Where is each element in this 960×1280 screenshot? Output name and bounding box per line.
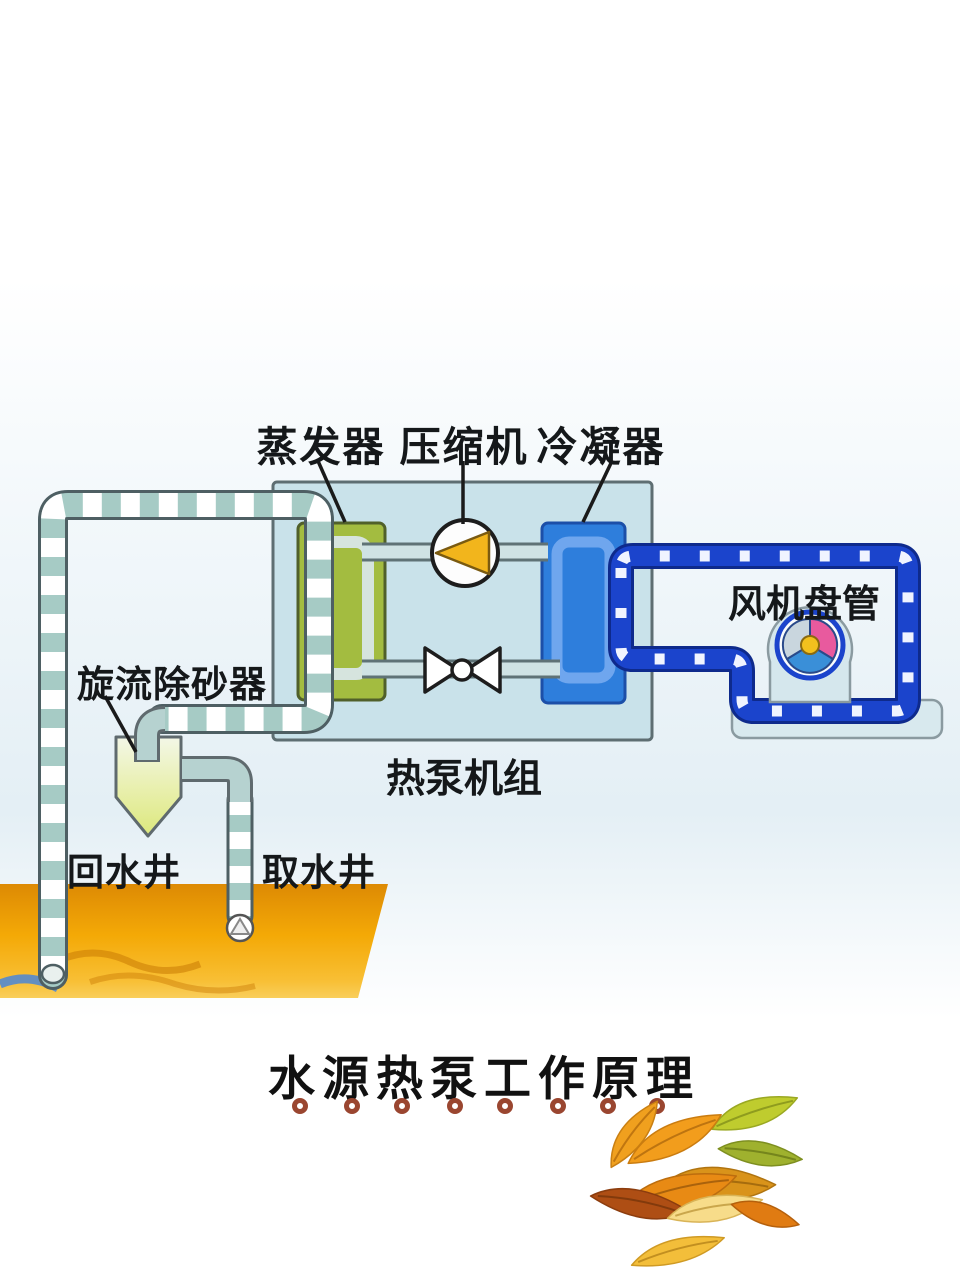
intake-well-label: 取水井 (262, 852, 376, 893)
ground (0, 884, 388, 998)
hot-water-loop-pipe (608, 543, 921, 724)
ring-decoration (344, 1098, 360, 1114)
condenser-label: 冷凝器 (536, 424, 666, 470)
autumn-leaves (589, 1095, 803, 1267)
ring-decoration (447, 1098, 463, 1114)
ring-decoration (550, 1098, 566, 1114)
ring-decoration (394, 1098, 410, 1114)
leader-lines (103, 460, 614, 753)
intake-well-point (225, 913, 255, 943)
fan-blades (781, 617, 839, 674)
expansion-valve (423, 646, 502, 694)
return-well-label: 回水井 (67, 852, 181, 893)
cyclone-sand-remover (114, 706, 253, 838)
ring-decoration (292, 1098, 308, 1114)
ring-decoration (497, 1098, 513, 1114)
sand-remover-label: 旋流除砂器 (77, 664, 267, 705)
fan-coil-unit (766, 605, 854, 704)
compressor-label: 压缩机 (399, 424, 529, 470)
page-title: 水源热泵工作原理 (268, 1052, 700, 1105)
well-water-pipes (38, 490, 334, 990)
fan-coil-label: 风机盘管 (727, 584, 881, 626)
compressor (430, 518, 500, 588)
fan-hub (800, 635, 820, 655)
ring-decoration (600, 1098, 616, 1114)
return-well-pipe-end (40, 963, 66, 985)
heat-pump-unit-label: 热泵机组 (385, 758, 543, 801)
evaporator-label: 蒸发器 (256, 424, 386, 470)
